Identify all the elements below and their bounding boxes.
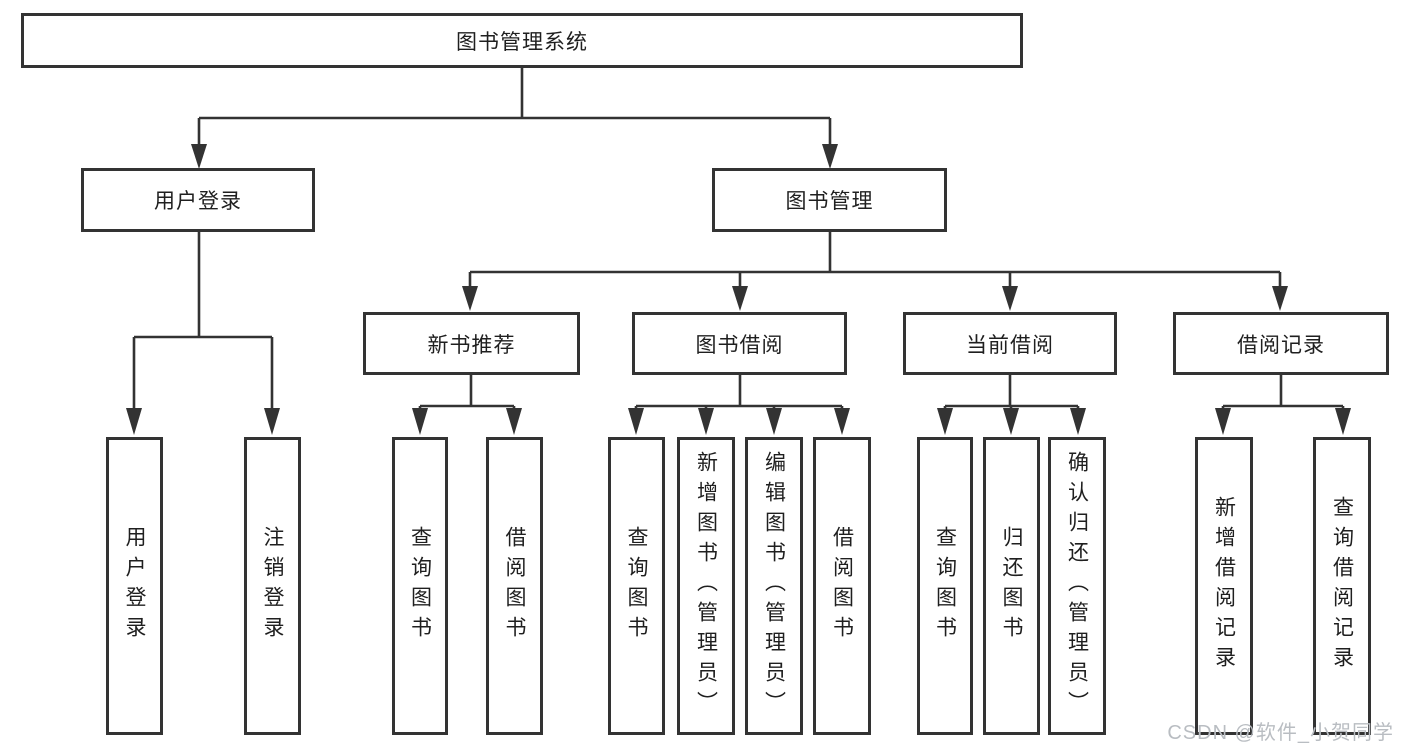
arrowhead-cb-confirm — [1070, 408, 1086, 435]
leaf-user-login: 用户登录 — [106, 437, 163, 735]
node-user-login-label: 用户登录 — [154, 190, 242, 213]
leaf-bb-add-books: 新增图书（管理员） — [677, 437, 735, 735]
connector-user-login-branch — [132, 232, 274, 410]
arrowhead-book-borrow — [732, 286, 748, 311]
node-user-login: 用户登录 — [81, 168, 315, 232]
leaf-bb-borrow-books-label: 借阅图书 — [830, 526, 854, 646]
node-current-borrow: 当前借阅 — [903, 312, 1117, 375]
node-book-borrow-label: 图书借阅 — [695, 333, 784, 357]
arrowhead-bb-edit — [766, 408, 782, 435]
node-book-borrow: 图书借阅 — [632, 312, 847, 375]
leaf-cb-return-books-label: 归还图书 — [1000, 526, 1023, 646]
node-new-book-rec: 新书推荐 — [363, 312, 580, 375]
connector-book-borrow-leaves — [634, 375, 844, 410]
leaf-br-query-record: 查询借阅记录 — [1313, 437, 1371, 735]
leaf-rec-query-books: 查询图书 — [392, 437, 448, 735]
node-new-book-rec-label: 新书推荐 — [427, 333, 516, 357]
leaf-bb-query-books-label: 查询图书 — [625, 526, 648, 646]
arrowhead-current-borrow — [1002, 286, 1018, 311]
arrowhead-bb-query — [628, 408, 644, 435]
node-root: 图书管理系统 — [21, 13, 1023, 68]
arrowhead-user-login — [191, 144, 207, 169]
arrowhead-rec-borrow — [506, 408, 522, 435]
arrowhead-cb-query — [937, 408, 953, 435]
connector-borrow-records-leaves — [1221, 375, 1345, 410]
arrowhead-borrow-records — [1272, 286, 1288, 311]
leaf-bb-query-books: 查询图书 — [608, 437, 665, 735]
arrowhead-cb-return — [1003, 408, 1019, 435]
arrowhead-bb-add — [698, 408, 714, 435]
node-current-borrow-label: 当前借阅 — [966, 333, 1054, 357]
node-book-mgmt: 图书管理 — [712, 168, 947, 232]
leaf-br-add-record: 新增借阅记录 — [1195, 437, 1253, 735]
node-borrow-records: 借阅记录 — [1173, 312, 1389, 375]
arrowhead-br-query — [1335, 408, 1351, 435]
arrowhead-rec-query — [412, 408, 428, 435]
connector-new-book-rec-leaves — [418, 375, 516, 410]
connector-book-mgmt-branch — [468, 232, 1282, 288]
connector-root-trunk — [197, 68, 832, 148]
arrowhead-book-mgmt — [822, 144, 838, 169]
leaf-br-query-record-label: 查询借阅记录 — [1330, 496, 1354, 676]
leaf-br-add-record-label: 新增借阅记录 — [1212, 496, 1236, 676]
arrowhead-br-add — [1215, 408, 1231, 435]
leaf-bb-edit-books: 编辑图书（管理员） — [745, 437, 803, 735]
leaf-cb-query-books: 查询图书 — [917, 437, 973, 735]
arrowhead-new-book-rec — [462, 286, 478, 311]
leaf-bb-add-books-label: 新增图书（管理员） — [694, 451, 718, 721]
leaf-bb-edit-books-label: 编辑图书（管理员） — [762, 451, 786, 721]
arrowhead-leaf-logout — [264, 408, 280, 435]
leaf-bb-borrow-books: 借阅图书 — [813, 437, 871, 735]
leaf-user-login-label: 用户登录 — [123, 526, 146, 646]
node-root-label: 图书管理系统 — [456, 30, 588, 54]
leaf-rec-borrow-books-label: 借阅图书 — [503, 526, 526, 646]
leaf-logout-label: 注销登录 — [261, 526, 284, 646]
leaf-cb-query-books-label: 查询图书 — [933, 526, 957, 646]
leaf-cb-return-books: 归还图书 — [983, 437, 1040, 735]
leaf-rec-query-books-label: 查询图书 — [408, 526, 432, 646]
connector-current-borrow-leaves — [943, 375, 1080, 410]
leaf-cb-confirm-return: 确认归还（管理员） — [1048, 437, 1106, 735]
leaf-logout: 注销登录 — [244, 437, 301, 735]
arrowhead-bb-borrow — [834, 408, 850, 435]
node-book-mgmt-label: 图书管理 — [785, 190, 874, 213]
node-borrow-records-label: 借阅记录 — [1237, 333, 1325, 357]
leaf-cb-confirm-return-label: 确认归还（管理员） — [1065, 451, 1089, 721]
arrowhead-leaf-user-login — [126, 408, 142, 435]
leaf-rec-borrow-books: 借阅图书 — [486, 437, 543, 735]
